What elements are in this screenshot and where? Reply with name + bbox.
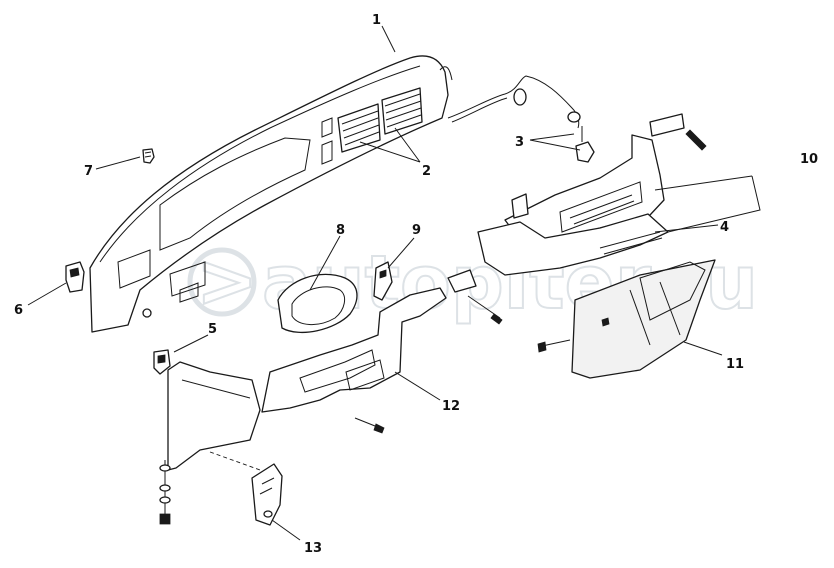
- callout-10: 10: [800, 152, 818, 167]
- callout-11: 11: [726, 357, 744, 372]
- cluster-hood-part-8: [277, 273, 358, 334]
- glove-box-housing-part-10: [504, 113, 707, 246]
- side-clip-part-6: [65, 261, 85, 293]
- lower-trim-part-12: [261, 287, 447, 434]
- callout-2: 2: [422, 164, 431, 179]
- watermark-logo-glyph: >: [196, 238, 258, 324]
- clip-part-7: [142, 148, 155, 164]
- callout-1: 1: [372, 13, 381, 28]
- clip-part-5: [153, 349, 171, 375]
- callout-8: 8: [336, 223, 345, 238]
- leader-lines: [27, 25, 761, 541]
- watermark-logo-ring: [187, 247, 257, 317]
- glove-box-door-part-11: [537, 259, 716, 379]
- fastener-stack: [159, 451, 261, 525]
- callout-12: 12: [442, 399, 460, 414]
- lower-left-panel: [167, 361, 261, 471]
- instrument-panel-part-1: [89, 55, 453, 333]
- callout-3: 3: [515, 135, 524, 150]
- vent-grilles-part-2: [337, 87, 423, 153]
- callout-9: 9: [412, 223, 421, 238]
- callout-13: 13: [304, 541, 322, 556]
- callout-labels: 1 2 3 4 5 6 7 8 9 10 11 12 13: [14, 13, 818, 556]
- lower-bracket-part-4: [447, 213, 669, 325]
- callout-5: 5: [208, 322, 217, 337]
- bracket-part-13: [251, 463, 283, 526]
- callout-6: 6: [14, 303, 23, 318]
- cable-connector-part-3: [447, 75, 595, 163]
- callout-7: 7: [84, 164, 93, 179]
- mount-bracket-part-9: [373, 261, 393, 301]
- callout-4: 4: [720, 220, 729, 235]
